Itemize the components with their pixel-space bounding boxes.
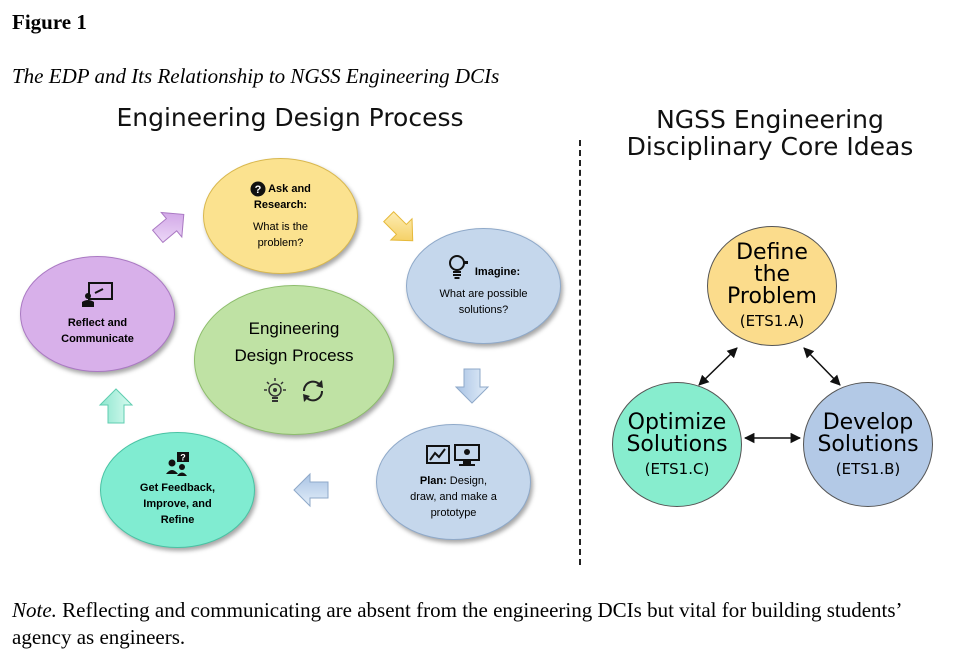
lightbulb-icon [448, 255, 468, 279]
connector-define-develop [803, 347, 841, 386]
optimize-line-1: Optimize [627, 409, 727, 435]
develop-code: (ETS1.B) [835, 459, 901, 478]
define-code: (ETS1.A) [739, 312, 805, 330]
define-line-3: Problem [727, 284, 817, 309]
arrow-feedback-to-reflect [98, 388, 134, 424]
arrow-reflect-to-ask [151, 211, 185, 244]
edp-center: Engineering Design Process [194, 285, 394, 435]
feedback-label-3: Refine [160, 514, 195, 526]
edp-title: Engineering Design Process [116, 103, 464, 132]
feedback-people-icon: ? [165, 452, 189, 476]
reflect-label-1: Reflect and [67, 317, 128, 329]
cycle-arrows-icon [302, 380, 324, 402]
edp-step-feedback: ? Get Feedback, Improve, and Refine [100, 432, 255, 548]
question-icon: ? [250, 181, 266, 197]
imagine-sub-2: solutions? [458, 304, 509, 316]
svg-text:?: ? [255, 184, 262, 196]
dci-optimize-solutions: Optimize Solutions (ETS1.C) [612, 382, 742, 507]
dci-define-problem: Define the Problem (ETS1.A) [707, 226, 837, 346]
ask-sub-2: problem? [257, 237, 304, 249]
develop-line-1: Develop [822, 409, 914, 435]
feedback-label-1: Get Feedback, [139, 482, 216, 494]
note-label: Note. [12, 598, 57, 622]
plan-sub-0: Design, [449, 475, 488, 487]
ask-label-1: Ask and [268, 183, 311, 195]
arrow-imagine-to-plan [454, 368, 490, 404]
optimize-code: (ETS1.C) [644, 459, 710, 478]
reflect-label-2: Communicate [61, 333, 134, 345]
ngss-title-line2: Disciplinary Core Ideas [626, 132, 914, 161]
ngss-title: NGSS Engineering Disciplinary Core Ideas [590, 106, 950, 160]
plan-sub-2: prototype [430, 507, 477, 519]
connector-define-optimize [698, 347, 738, 386]
imagine-sub-1: What are possible [439, 288, 528, 300]
design-monitor-icon [425, 444, 480, 466]
svg-text:?: ? [180, 453, 186, 463]
bulb-gear-icon [264, 378, 286, 402]
edp-step-ask-research: ? Ask and Research: What is the problem? [203, 158, 358, 274]
edp-step-imagine: Imagine: What are possible solutions? [406, 228, 561, 344]
ask-label-2: Research: [253, 199, 308, 211]
develop-line-2: Solutions [817, 431, 919, 457]
center-label-1: Engineering [248, 319, 340, 338]
edp-step-plan: Plan:Design, draw, and make a prototype [376, 424, 531, 540]
arrow-ask-to-imagine [383, 211, 414, 242]
plan-sub-1: draw, and make a [410, 491, 497, 503]
figure-label: Figure 1 [12, 10, 87, 34]
optimize-line-2: Solutions [626, 431, 728, 457]
dci-develop-solutions: Develop Solutions (ETS1.B) [803, 382, 933, 507]
edp-step-reflect: Reflect and Communicate [20, 256, 175, 372]
arrow-plan-to-feedback [293, 472, 329, 508]
ngss-title-line1: NGSS Engineering [656, 105, 884, 134]
define-line-1: Define [736, 240, 808, 265]
feedback-label-2: Improve, and [143, 498, 212, 510]
plan-label: Plan: [419, 475, 447, 487]
note-text: Reflecting and communicating are absent … [12, 598, 901, 649]
imagine-label: Imagine: [474, 266, 521, 278]
section-divider [579, 140, 581, 565]
ask-sub-1: What is the [252, 221, 309, 233]
define-line-2: the [753, 262, 791, 287]
figure-title: The EDP and Its Relationship to NGSS Eng… [12, 64, 500, 88]
center-label-2: Design Process [234, 346, 354, 365]
figure-note: Note. Reflecting and communicating are a… [12, 597, 952, 651]
presenter-board-icon [81, 282, 113, 307]
